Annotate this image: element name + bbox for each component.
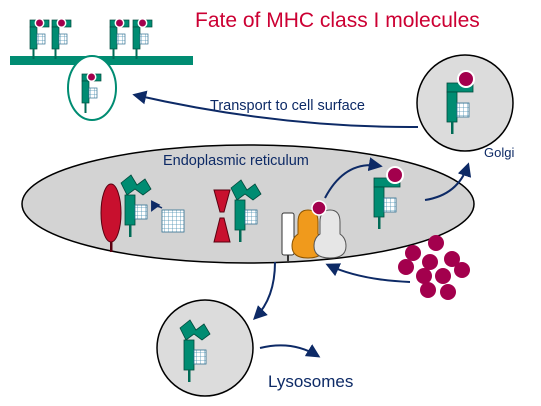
beta2m-icon: [161, 209, 185, 233]
peptide-icon: [386, 166, 404, 184]
diagram-title: Fate of MHC class I molecules: [195, 9, 480, 32]
endoplasmic-reticulum: [21, 144, 475, 264]
surface-mhc-molecules: [29, 18, 153, 60]
calnexin-complex: [100, 174, 185, 252]
peptide-import-arrow: [325, 263, 411, 283]
to-lysosome-arrow: [253, 261, 276, 320]
golgi-label: Golgi: [484, 145, 514, 160]
golgi-vesicle: [416, 54, 514, 152]
transport-vesicle: [67, 55, 117, 121]
transport-label: Transport to cell surface: [210, 98, 365, 114]
mhc-class-i-icon: [29, 18, 50, 60]
peptide-icon: [457, 70, 475, 88]
loaded-mhc: [373, 166, 404, 230]
er-label: Endoplasmic reticulum: [163, 153, 309, 169]
to-golgi-arrow: [424, 162, 472, 201]
mhc-class-i-icon: [132, 18, 153, 60]
peptide-icon: [311, 200, 327, 216]
to-degradation-arrow: [259, 344, 321, 358]
calreticulin-complex: [213, 179, 347, 263]
lysosomes-label: Lysosomes: [268, 372, 353, 391]
peptide-loading-arrow: [324, 157, 383, 199]
peptide-cluster: [398, 235, 470, 300]
tap-transporter-icon: [291, 209, 347, 259]
mhc-class-i-icon: [109, 18, 130, 60]
calnexin-chaperone-icon: [100, 183, 122, 243]
transport-arrow: [132, 90, 419, 129]
lysosome-vesicle: [156, 299, 254, 397]
mhc-class-i-icon: [51, 18, 72, 60]
